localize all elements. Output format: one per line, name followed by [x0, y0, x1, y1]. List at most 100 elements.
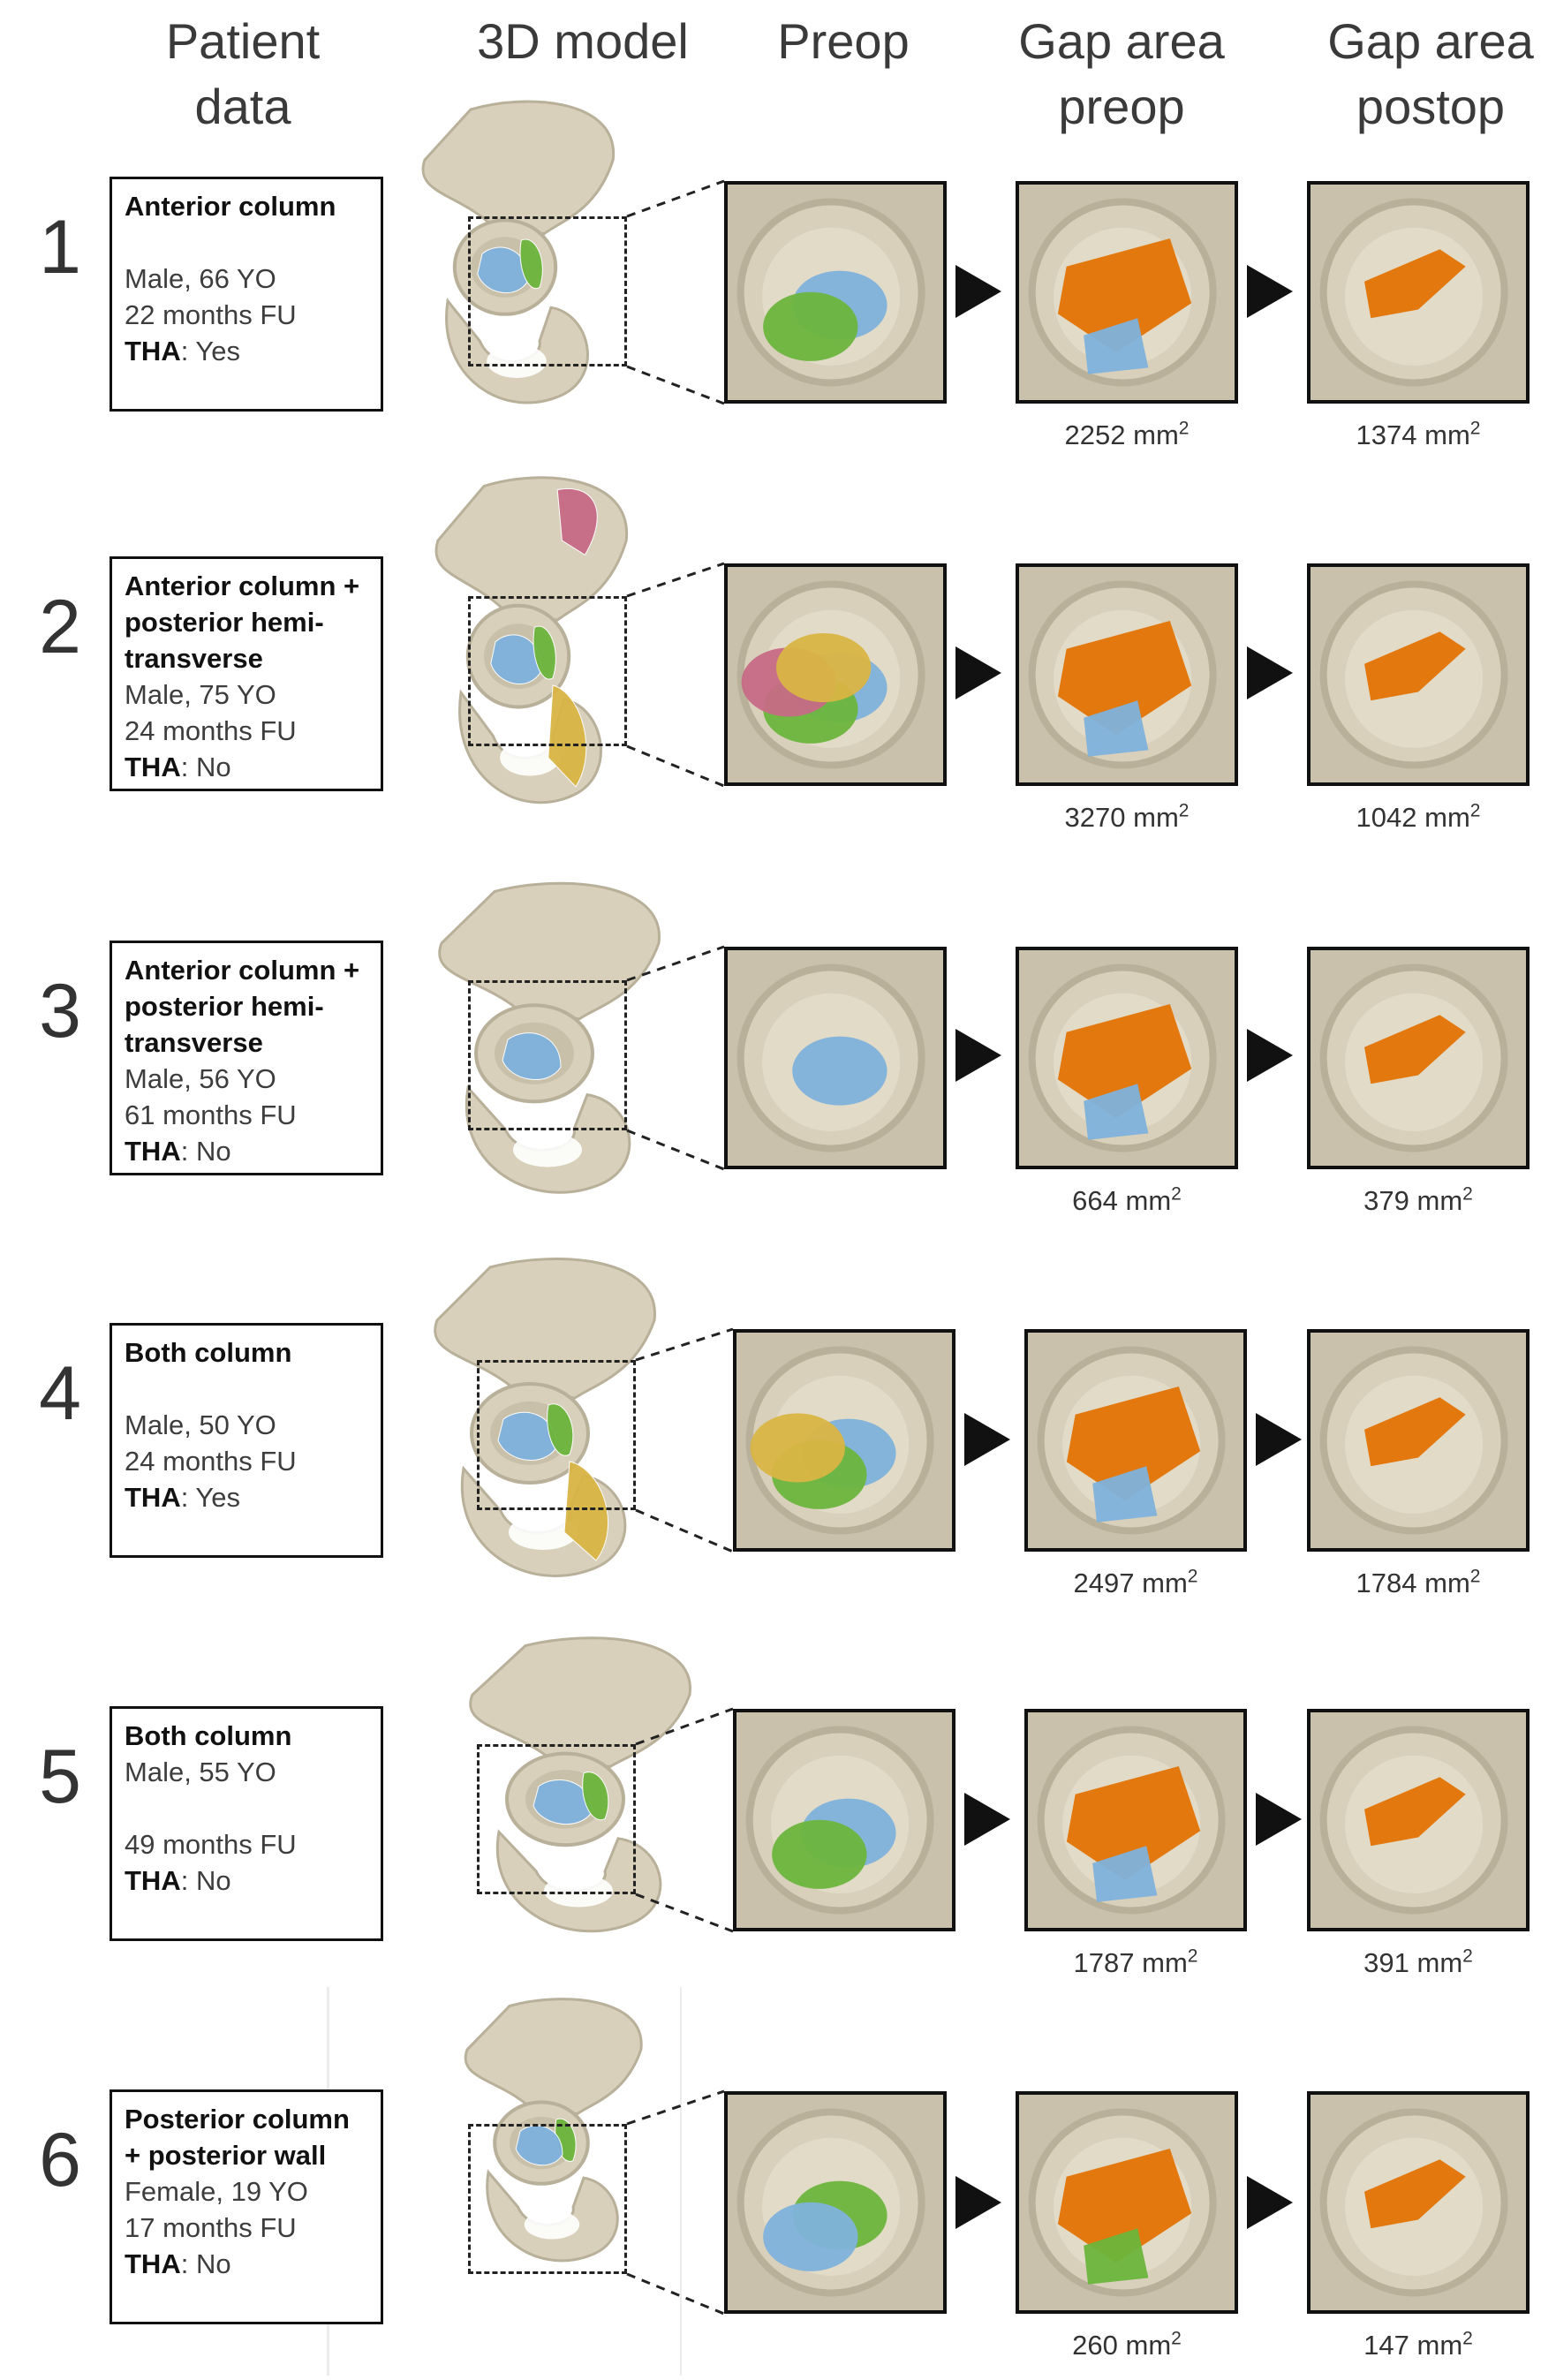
area-unit: mm — [1125, 2330, 1172, 2361]
ilium-shape — [438, 881, 661, 1021]
gap-area-shape — [1364, 2159, 1466, 2229]
area-exponent: 2 — [1171, 1183, 1182, 1205]
green-fragment-shape — [533, 625, 556, 680]
area-unit: mm — [1416, 1185, 1463, 1216]
area-unit: mm — [1133, 802, 1179, 833]
gap-postop-area-label: 1784 mm2 — [1303, 1566, 1533, 1601]
tha-line: THA: No — [125, 2246, 368, 2282]
gap-preop-panel — [1016, 2091, 1238, 2314]
tha-value: : Yes — [180, 336, 240, 366]
follow-up: 49 months FU — [125, 1829, 297, 1860]
tha-line: THA: Yes — [125, 333, 368, 369]
header-preop: Preop — [777, 13, 910, 69]
case-number: 1 — [39, 205, 81, 290]
sex-age: Female, 19 YO — [125, 2176, 308, 2207]
area-value: 1784 — [1356, 1568, 1417, 1598]
gap-preop-area-label: 260 mm2 — [1012, 2328, 1242, 2363]
gap-preop-panel — [1016, 181, 1238, 404]
area-value: 2252 — [1064, 419, 1126, 450]
roi-dashed-box — [468, 2124, 627, 2274]
obturator-foramen-shape — [544, 1874, 613, 1908]
yellow-fragment-shape — [750, 1413, 845, 1483]
gap-postop-panel — [1307, 2091, 1530, 2314]
tha-label: THA — [125, 1136, 181, 1167]
gap-preop-area-label: 1787 mm2 — [1021, 1946, 1250, 1981]
gap-preop-area-label: 664 mm2 — [1012, 1183, 1242, 1219]
3d-model — [415, 468, 645, 830]
header-patient-data: Patient data — [165, 13, 321, 134]
gap-postop-panel — [1307, 947, 1530, 1169]
gap-area-shape — [1057, 2149, 1192, 2263]
follow-up: 24 months FU — [125, 1446, 297, 1477]
tha-line: THA: No — [125, 1133, 368, 1169]
tha-line: THA: No — [125, 749, 368, 785]
area-exponent: 2 — [1462, 1946, 1473, 1967]
gap-area-shape — [1066, 1766, 1201, 1881]
case-number: 5 — [39, 1734, 81, 1819]
area-value: 1042 — [1356, 802, 1417, 833]
yellow-fragment-shape — [548, 684, 587, 788]
gap-preop-panel — [1016, 947, 1238, 1169]
3d-model — [402, 93, 631, 428]
roi-dashed-box — [477, 1360, 636, 1510]
arrow-right-icon — [1247, 265, 1293, 318]
sex-age: Male, 75 YO — [125, 679, 276, 710]
3d-model — [446, 1629, 711, 1956]
gap-postop-area-label: 147 mm2 — [1303, 2328, 1533, 2363]
area-unit: mm — [1424, 1568, 1470, 1598]
3d-model — [411, 1250, 676, 1603]
tha-value: : No — [180, 1136, 231, 1167]
pink-fragment-shape — [556, 487, 598, 556]
case-number: 6 — [39, 2118, 81, 2202]
zoom-line — [626, 179, 725, 218]
zoom-line — [626, 365, 725, 405]
3d-model — [446, 1991, 658, 2283]
gap-area-shape — [1364, 249, 1466, 319]
3d-model — [415, 874, 680, 1219]
preop-panel — [724, 947, 947, 1169]
roi-dashed-box — [468, 980, 627, 1130]
blue-fragment-shape — [502, 1032, 562, 1081]
header-gap-area-preop: Gap area preop — [1018, 13, 1225, 134]
ilium-shape — [421, 100, 615, 236]
yellow-fragment-shape — [775, 633, 872, 703]
green-fragment-shape — [772, 1819, 867, 1889]
blue-fragment-shape — [1084, 1084, 1149, 1140]
arrow-right-icon — [956, 265, 1001, 318]
obturator-foramen-shape — [524, 2210, 580, 2240]
sex-age: Male, 56 YO — [125, 1063, 276, 1094]
arrow-right-icon — [956, 646, 1001, 699]
blue-fragment-shape — [1092, 1466, 1158, 1522]
gap-preop-panel — [1024, 1329, 1247, 1552]
sex-age: Male, 55 YO — [125, 1757, 276, 1787]
gap-area-shape — [1364, 1777, 1466, 1847]
tha-value: : Yes — [180, 1482, 240, 1513]
follow-up: 17 months FU — [125, 2212, 297, 2243]
green-fragment-shape — [1084, 2228, 1149, 2285]
ilium-shape — [434, 1258, 656, 1400]
fracture-type: Both column — [125, 1337, 292, 1368]
area-exponent: 2 — [1178, 800, 1190, 821]
area-unit: mm — [1424, 802, 1470, 833]
blue-fragment-shape — [792, 1036, 888, 1106]
roi-dashed-box — [468, 596, 627, 746]
tha-value: : No — [180, 752, 231, 782]
ilium-shape — [464, 1998, 643, 2116]
fracture-type: Anterior column — [125, 191, 336, 222]
green-fragment-shape — [763, 291, 858, 361]
roi-dashed-box — [468, 216, 627, 366]
case-number: 3 — [39, 969, 81, 1054]
area-exponent: 2 — [1171, 2328, 1182, 2349]
gap-postop-panel — [1307, 181, 1530, 404]
area-value: 664 — [1072, 1185, 1118, 1216]
preop-panel — [724, 2091, 947, 2314]
preop-panel — [724, 563, 947, 786]
gap-area-shape — [1057, 238, 1192, 353]
fracture-type: Anterior column + posterior hemi-transve… — [125, 570, 360, 674]
gap-preop-area-label: 3270 mm2 — [1012, 800, 1242, 835]
gap-postop-area-label: 1042 mm2 — [1303, 800, 1533, 835]
